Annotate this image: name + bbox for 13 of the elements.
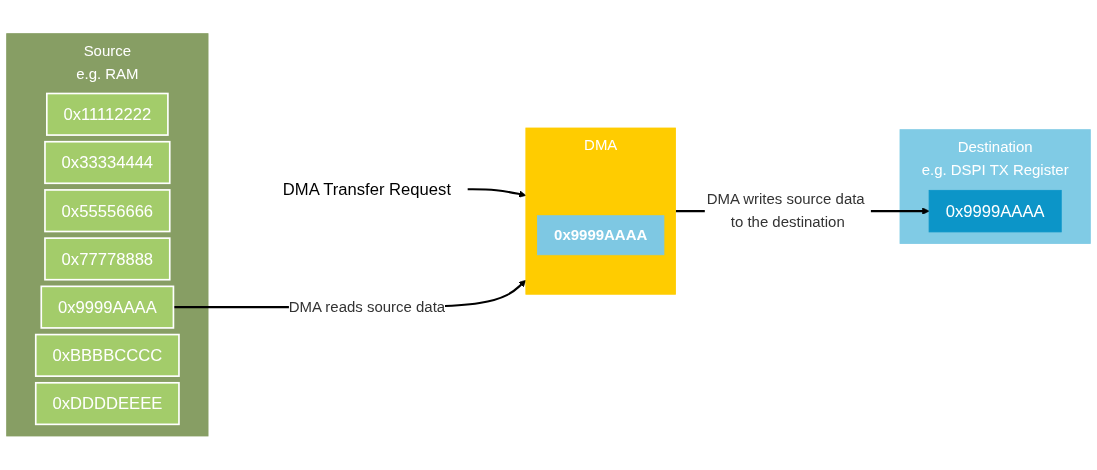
node-text: DMA Transfer Request [282,180,452,199]
node-box: 0x33334444 [44,141,171,185]
edge-label: DMA reads source data [288,298,446,316]
node-box: 0x9999AAAA [537,215,665,256]
node-box: 0x9999AAAA [928,190,1062,233]
arrow [467,188,527,198]
node-box: 0x55556666 [44,189,171,233]
node-box: 0x9999AAAA [40,285,175,329]
node-box: 0xBBBBCCCC [34,333,180,378]
edge-label: DMA writes source data to the destination [706,191,865,231]
node-box: 0x77778888 [44,237,171,281]
node-box: 0xDDDDEEEE [34,382,180,426]
node-box: 0x11112222 [46,92,169,137]
